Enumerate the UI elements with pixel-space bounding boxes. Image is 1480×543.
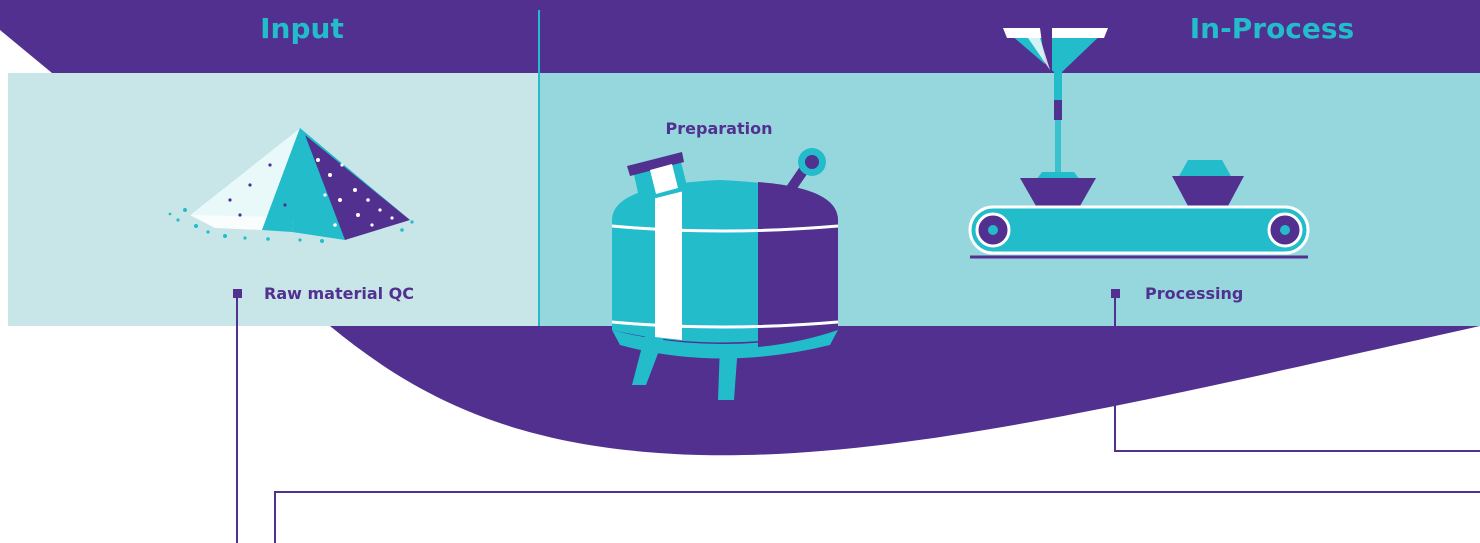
stage-label-raw-material: Raw material QC	[264, 284, 414, 303]
marker-raw-material	[233, 289, 242, 298]
section-title-in-process: In-Process	[1190, 12, 1354, 45]
marker-processing	[1111, 289, 1120, 298]
connector-bracket	[275, 492, 1480, 543]
section-title-input: Input	[260, 12, 344, 45]
stage-label-preparation: Preparation	[666, 119, 773, 138]
purple-swoosh	[330, 326, 1480, 455]
stage-label-processing: Processing	[1145, 284, 1243, 303]
